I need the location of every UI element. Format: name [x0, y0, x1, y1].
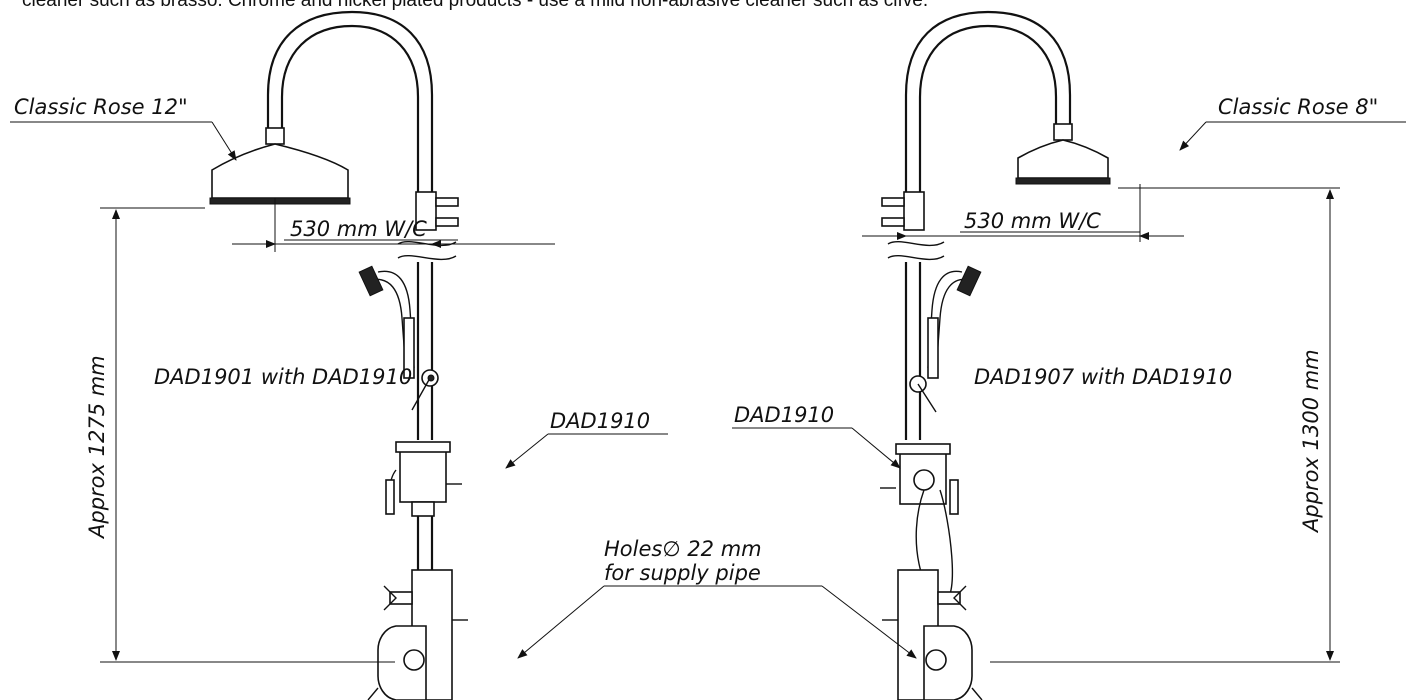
right-width-label: 530 mm W/C	[964, 209, 1101, 233]
right-part-label: DAD1910	[734, 403, 834, 427]
holes-label-line1: Holes∅ 22 mm	[604, 537, 762, 561]
left-rose-label: Classic Rose 12"	[14, 95, 188, 119]
right-dimensions	[732, 121, 1406, 663]
left-shower-assembly	[209, 10, 468, 700]
left-product-label: DAD1901 with DAD1910	[154, 365, 412, 389]
right-height-label: Approx 1300 mm	[1299, 349, 1323, 534]
left-part-label: DAD1910	[550, 409, 650, 433]
left-height-label: Approx 1275 mm	[85, 355, 109, 540]
left-dimensions	[10, 121, 917, 663]
right-shower-assembly	[880, 10, 1111, 700]
holes-label-line2: for supply pipe	[604, 561, 761, 585]
right-rose-label: Classic Rose 8"	[1218, 95, 1378, 119]
header-text: cleaner such as brasso. Chrome and nicke…	[22, 0, 928, 11]
right-product-label: DAD1907 with DAD1910	[974, 365, 1232, 389]
left-width-label: 530 mm W/C	[290, 217, 427, 241]
